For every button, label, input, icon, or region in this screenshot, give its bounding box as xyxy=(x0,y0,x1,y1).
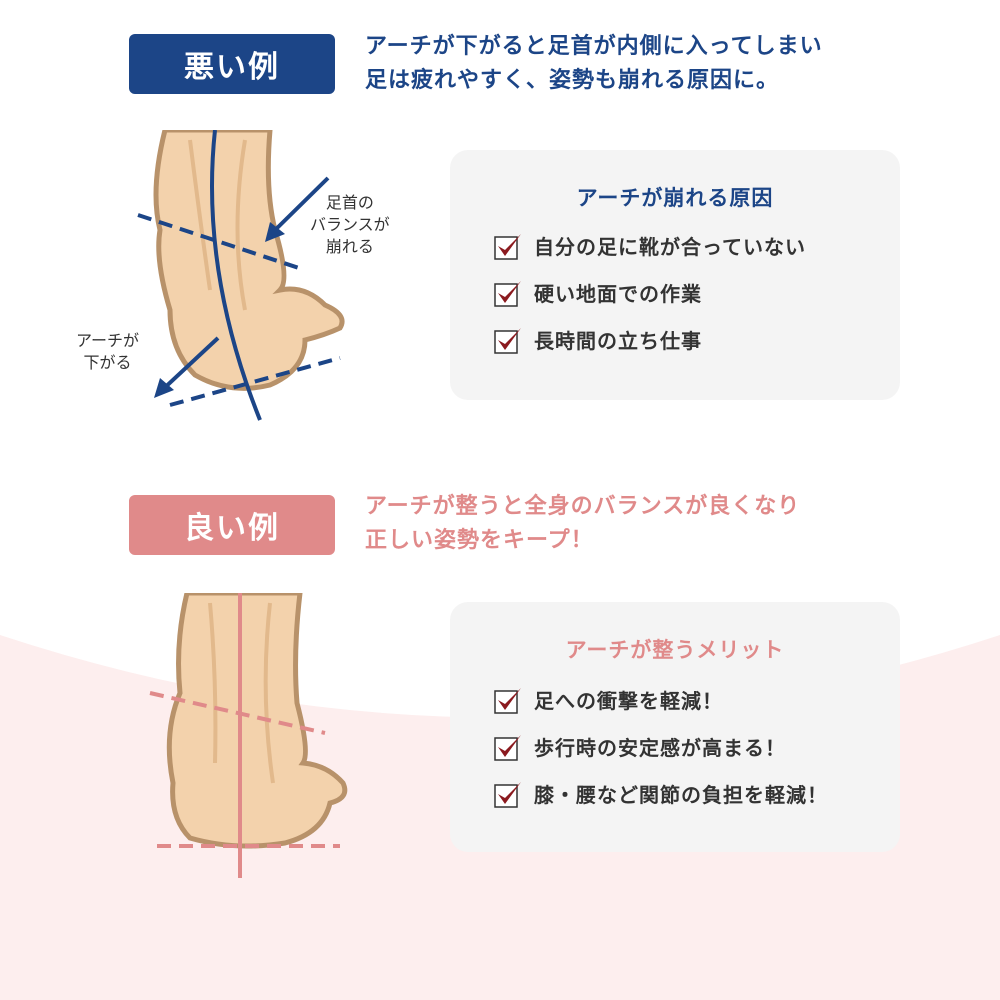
checkmark-icon xyxy=(494,327,521,354)
good-lead-line: 正しい姿勢をキープ！ xyxy=(365,528,594,553)
merit-text: 足への衝撃を軽減！ xyxy=(534,689,723,713)
checkmark-icon xyxy=(494,687,521,714)
good-foot-illustration xyxy=(149,593,348,878)
bad-example-tag: 悪い例 xyxy=(129,34,335,94)
note-line: アーチが xyxy=(76,331,140,350)
good-lead-text: アーチが整うと全身のバランスが良くなり 正しい姿勢をキープ！ xyxy=(365,490,800,558)
good-lead-line: アーチが整うと全身のバランスが良くなり xyxy=(365,494,801,519)
checkmark-icon xyxy=(494,280,521,307)
merit-item: 足への衝撃を軽減！ xyxy=(494,676,900,723)
bad-lead-line: 足は疲れやすく、姿勢も崩れる原因に。 xyxy=(365,68,780,93)
cause-item: 自分の足に靴が合っていない xyxy=(494,222,900,269)
bad-lead-line: アーチが下がると足首が内側に入ってしまい xyxy=(365,34,823,59)
checkmark-icon xyxy=(494,233,521,260)
cause-text: 硬い地面での作業 xyxy=(534,282,702,306)
bad-foot-illustration xyxy=(137,130,345,421)
checkmark-icon xyxy=(494,781,521,808)
note-line: 崩れる xyxy=(325,237,374,256)
causes-card: アーチが崩れる原因 自分の足に靴が合っていない 硬い地面での作業 長時間の立ち仕… xyxy=(450,150,900,400)
cause-item: 硬い地面での作業 xyxy=(494,269,900,316)
note-line: 下がる xyxy=(83,353,132,372)
merits-title: アーチが整うメリット xyxy=(565,638,785,662)
good-example-tag: 良い例 xyxy=(129,495,335,555)
causes-title: アーチが崩れる原因 xyxy=(576,186,774,210)
arch-note: アーチが 下がる xyxy=(76,330,139,374)
cause-item: 長時間の立ち仕事 xyxy=(494,316,900,363)
merit-item: 歩行時の安定感が高まる！ xyxy=(494,723,900,770)
merit-text: 膝・腰など関節の負担を軽減！ xyxy=(534,783,828,807)
balance-note: 足首の バランスが 崩れる xyxy=(310,192,390,258)
bad-lead-text: アーチが下がると足首が内側に入ってしまい 足は疲れやすく、姿勢も崩れる原因に。 xyxy=(365,30,823,98)
checkmark-icon xyxy=(494,734,521,761)
cause-text: 長時間の立ち仕事 xyxy=(534,329,702,353)
merit-item: 膝・腰など関節の負担を軽減！ xyxy=(494,770,900,817)
merits-card: アーチが整うメリット 足への衝撃を軽減！ 歩行時の安定感が高まる！ 膝・腰など関… xyxy=(450,602,900,852)
note-line: 足首の xyxy=(325,193,374,212)
merit-text: 歩行時の安定感が高まる！ xyxy=(534,736,786,760)
note-line: バランスが xyxy=(310,215,390,234)
cause-text: 自分の足に靴が合っていない xyxy=(534,235,806,259)
